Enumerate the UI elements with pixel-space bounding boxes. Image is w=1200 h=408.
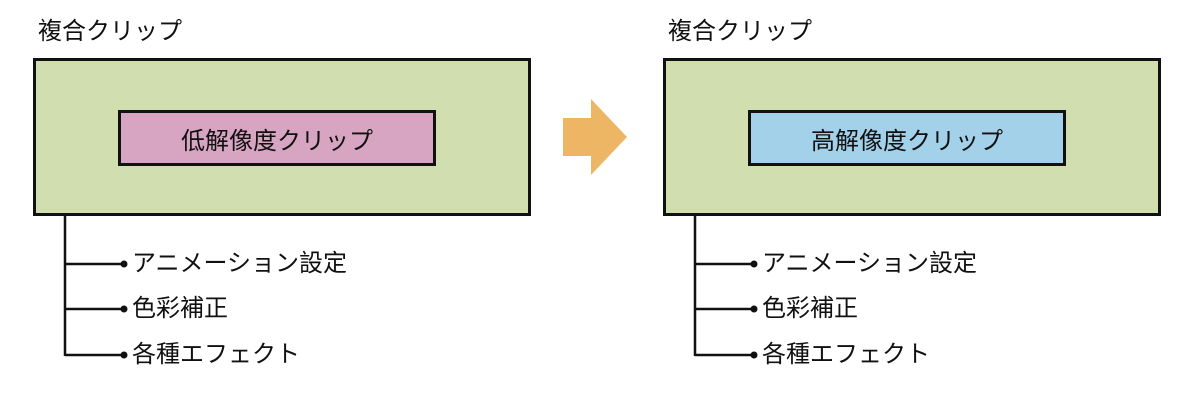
right-panel: 複合クリップ 高解像度クリップ アニメーション設定 色彩補正 各種エフェクト: [630, 0, 1190, 408]
attribute-tree-lines: [693, 213, 758, 359]
compound-clip-box: 高解像度クリップ: [663, 58, 1161, 216]
color-correction-label: 色彩補正: [762, 294, 858, 322]
animation-settings-label: アニメーション設定: [762, 249, 978, 277]
left-panel: 複合クリップ 低解像度クリップ アニメーション設定 色彩補正 各種エフェクト: [0, 0, 560, 408]
high-res-clip-box: 高解像度クリップ: [748, 110, 1066, 166]
compound-clip-box: 低解像度クリップ: [33, 58, 531, 216]
branch-end-dot: [750, 351, 758, 359]
attribute-tree-lines: [63, 213, 128, 359]
right-arrow-icon: [563, 99, 627, 175]
animation-settings-label: アニメーション設定: [132, 249, 348, 277]
arrow-shape: [563, 99, 627, 175]
branch-end-dot: [120, 305, 128, 313]
branch-end-dot: [750, 260, 758, 268]
low-res-clip-box: 低解像度クリップ: [118, 110, 436, 166]
effects-label: 各種エフェクト: [132, 340, 300, 368]
branch-end-dot: [120, 351, 128, 359]
color-correction-label: 色彩補正: [132, 294, 228, 322]
compound-clip-title: 複合クリップ: [668, 17, 812, 45]
effects-label: 各種エフェクト: [762, 340, 930, 368]
branch-end-dot: [120, 260, 128, 268]
compound-clip-title: 複合クリップ: [38, 17, 182, 45]
branch-end-dot: [750, 305, 758, 313]
